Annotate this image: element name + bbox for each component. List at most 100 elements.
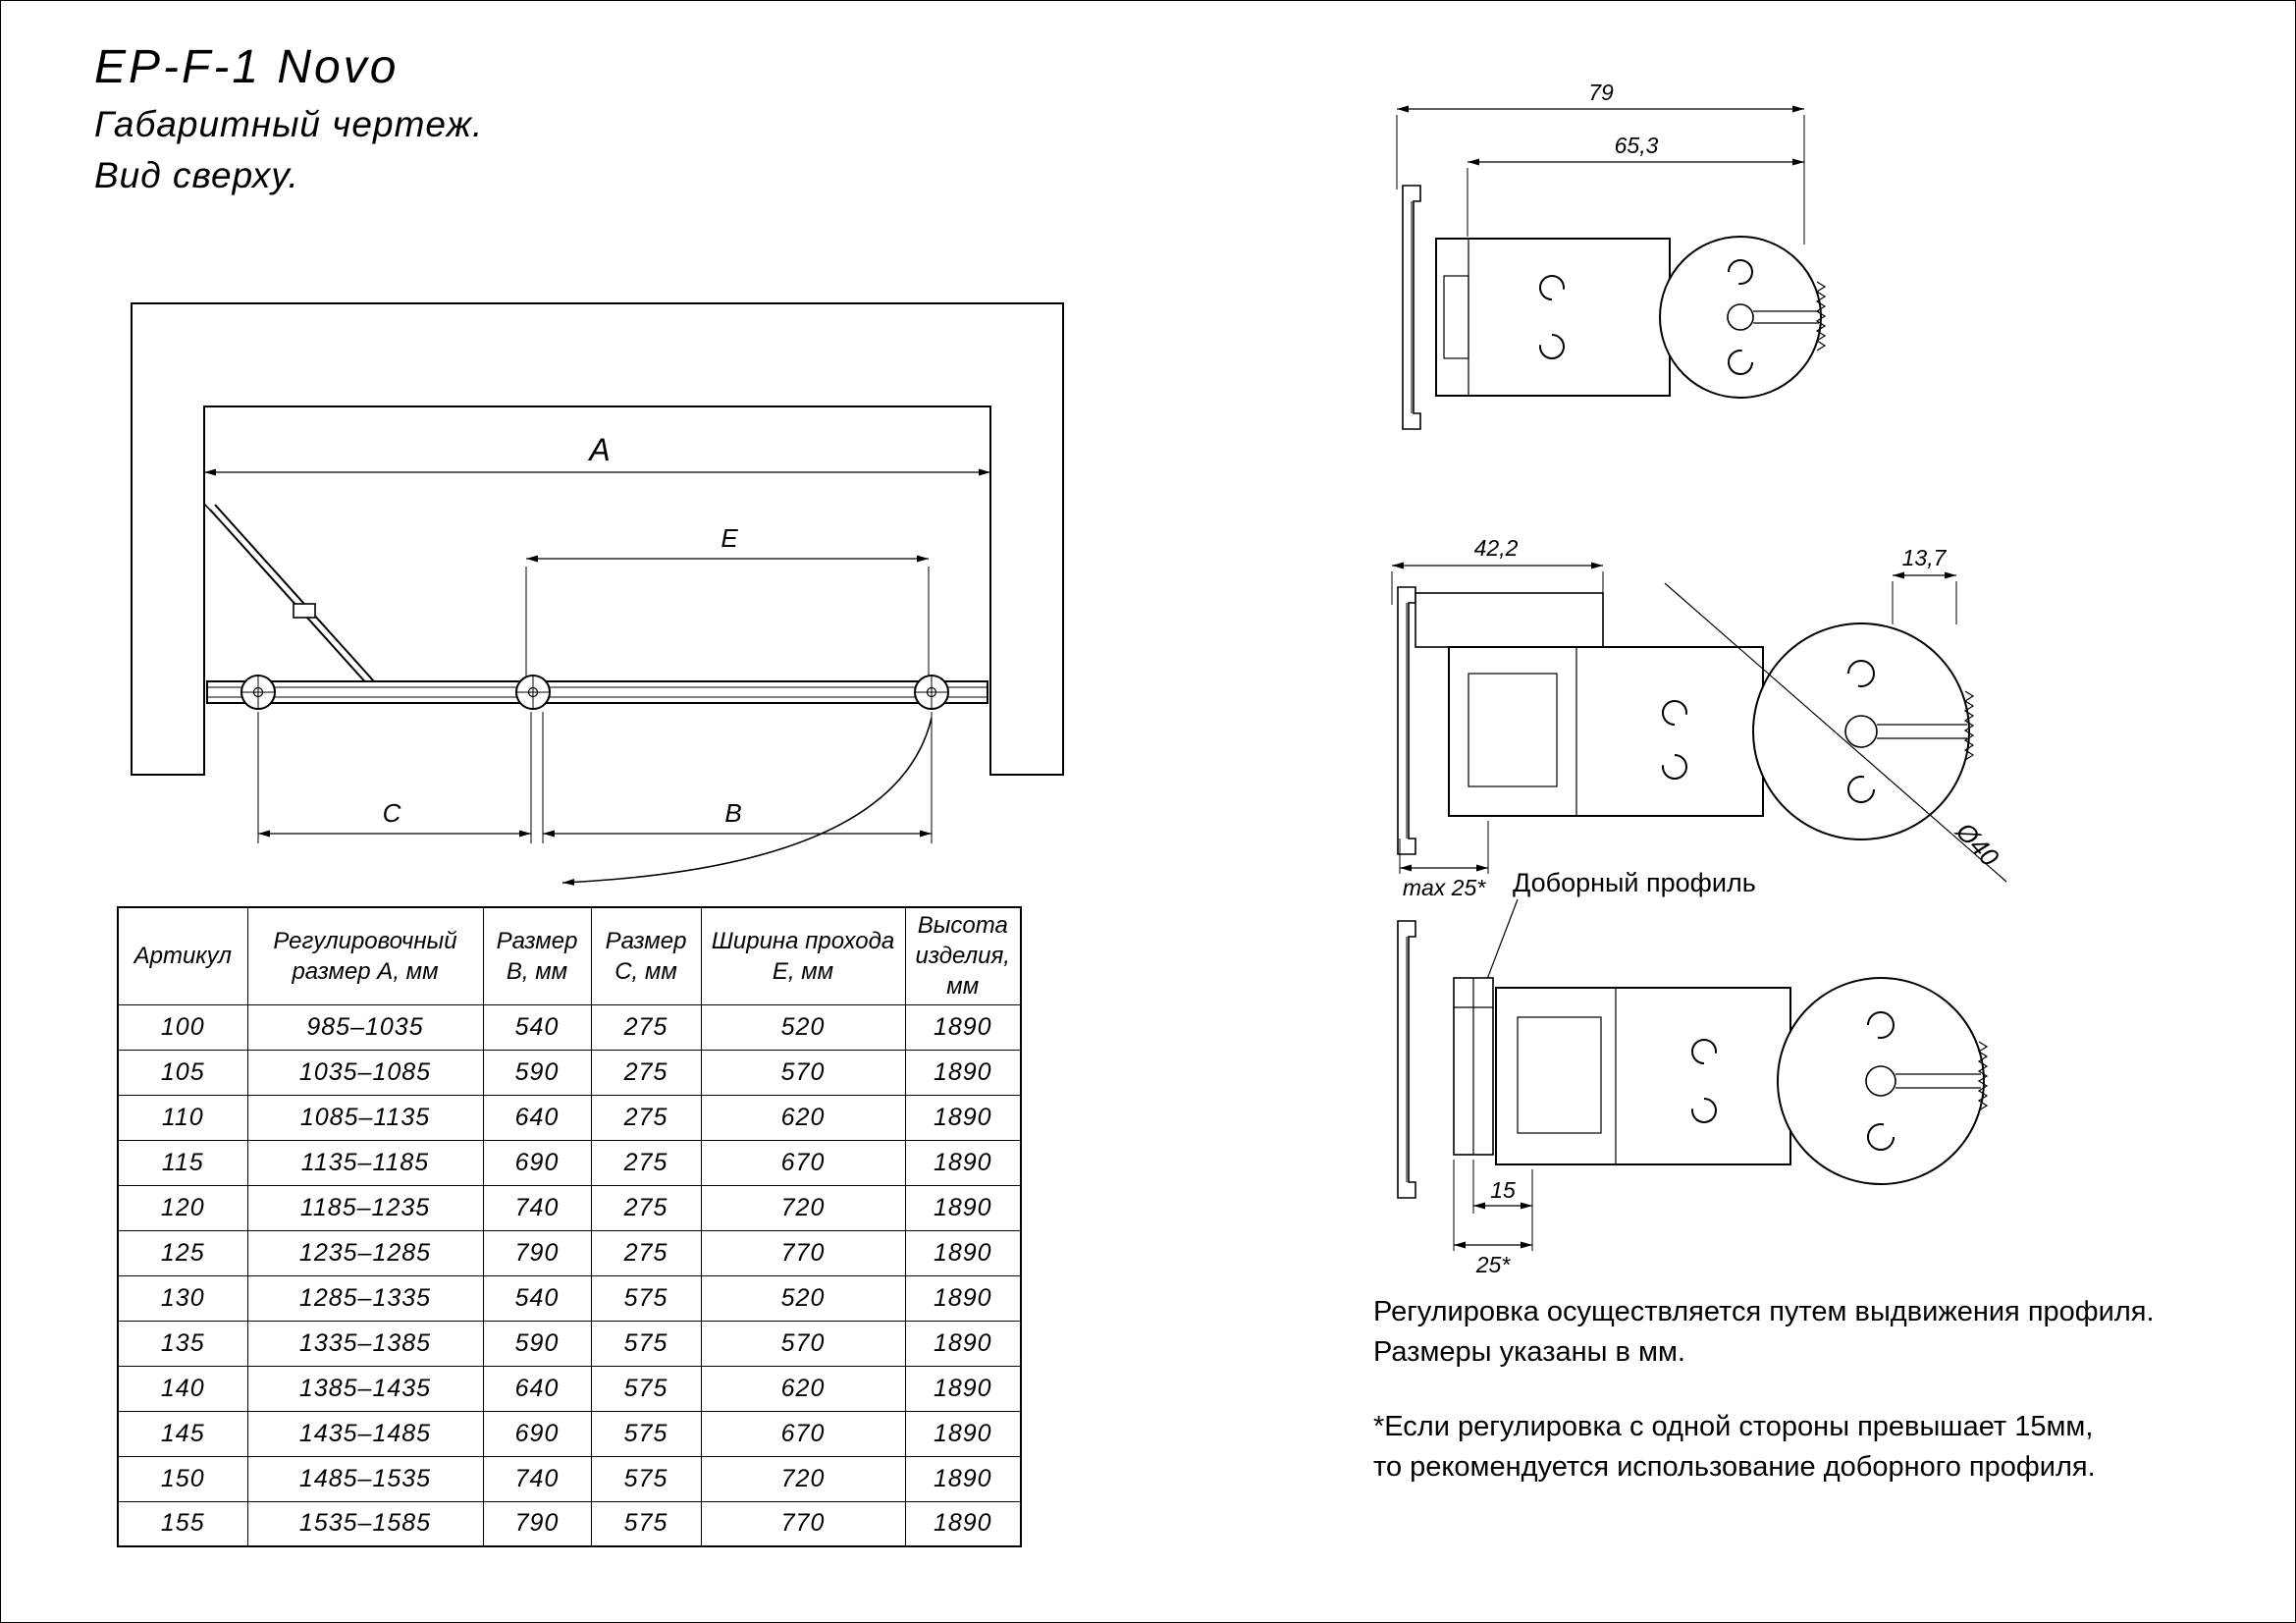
roller-right	[914, 675, 949, 710]
main-profile-body	[1435, 238, 1687, 397]
col-header-size-a: Регулировочный размер А, мм	[246, 906, 484, 1005]
extended-panel	[1415, 592, 1604, 648]
dimension-79: 79	[1396, 80, 1805, 244]
table-cell: 690	[482, 1139, 592, 1186]
serration	[1977, 1041, 1989, 1111]
table-cell: 540	[482, 1274, 592, 1322]
table-cell: 520	[700, 1003, 906, 1051]
table-cell: 100	[117, 1003, 248, 1051]
dimension-c: C	[257, 712, 532, 843]
table-cell: 150	[117, 1455, 248, 1502]
table-cell: 1035–1085	[246, 1049, 484, 1096]
table-cell: 1890	[904, 1320, 1022, 1367]
dimension-a: A	[204, 432, 990, 476]
col-header-article: Артикул	[117, 906, 248, 1005]
dimension-65-3: 65,3	[1467, 133, 1804, 237]
main-profile-body	[1495, 987, 1791, 1165]
col-header-height: Высота изделия, мм	[904, 906, 1022, 1005]
table-cell: 1890	[904, 1229, 1022, 1276]
subtitle-view: Вид сверху.	[94, 155, 299, 195]
specification-table: Артикул Регулировочный размер А, мм Разм…	[117, 906, 1022, 1548]
table-cell: 115	[117, 1139, 248, 1186]
note-adjustment: Регулировка осуществляется путем выдвиже…	[1373, 1292, 2155, 1373]
table-cell: 540	[482, 1003, 592, 1051]
table-cell: 575	[590, 1410, 702, 1457]
track-assembly	[206, 675, 988, 710]
filler-profile-callout: Доборный профиль	[1475, 868, 1756, 1043]
table-cell: 140	[117, 1365, 248, 1412]
table-cell: 570	[700, 1320, 906, 1367]
top-view-drawing: A E	[131, 302, 1064, 886]
roller-left	[240, 675, 276, 710]
table-cell: 105	[117, 1049, 248, 1096]
table-cell: 620	[700, 1365, 906, 1412]
serration	[1963, 690, 1975, 761]
table-cell: 770	[700, 1229, 906, 1276]
footnote-line-1: *Если регулировка с одной стороны превыш…	[1373, 1411, 2094, 1442]
note-line-1: Регулировка осуществляется путем выдвиже…	[1373, 1296, 2155, 1327]
col-header-size-c: Размер С, мм	[590, 906, 702, 1005]
dimension-max-25: max 25*	[1399, 821, 1489, 900]
dim-label-e: E	[721, 523, 738, 553]
table-cell: 640	[482, 1094, 592, 1141]
open-door-leaf	[203, 503, 375, 687]
table-cell: 1185–1235	[246, 1184, 484, 1231]
profile-detail-bottom: Доборный профиль	[1397, 868, 1989, 1277]
leader-arrow	[561, 717, 933, 886]
wall-profile	[1402, 185, 1421, 430]
footnote-line-2: то рекомендуется использование доборного…	[1373, 1451, 2096, 1483]
table-cell: 125	[117, 1229, 248, 1276]
table-cell: 155	[117, 1500, 248, 1547]
table-cell: 740	[482, 1455, 592, 1502]
table-cell: 1435–1485	[246, 1410, 484, 1457]
table-cell: 590	[482, 1049, 592, 1096]
dim-label-65-3: 65,3	[1615, 133, 1659, 158]
table-cell: 790	[482, 1500, 592, 1547]
round-knuckle	[1659, 236, 1827, 399]
table-cell: 275	[590, 1049, 702, 1096]
table-cell: 590	[482, 1320, 592, 1367]
title-block: EP-F-1 Novo Габаритный чертеж. Вид сверх…	[94, 40, 483, 196]
table-cell: 575	[590, 1365, 702, 1412]
dim-label-79: 79	[1588, 80, 1614, 105]
table-cell: 640	[482, 1365, 592, 1412]
page-title: EP-F-1 Novo	[94, 41, 400, 93]
profile-detail-top: 79 65,3	[1396, 80, 1827, 430]
table-cell: 620	[700, 1094, 906, 1141]
table-cell: 985–1035	[246, 1003, 484, 1051]
table-cell: 1890	[904, 1274, 1022, 1322]
dimension-b: B	[542, 712, 933, 843]
table-cell: 275	[590, 1184, 702, 1231]
table-cell: 720	[700, 1184, 906, 1231]
dim-label-13-7: 13,7	[1902, 545, 1948, 570]
note-line-2: Размеры указаны в мм.	[1373, 1336, 1685, 1368]
main-profile-body	[1448, 646, 1764, 817]
roller-middle	[515, 675, 551, 710]
table-cell: 575	[590, 1500, 702, 1547]
table-cell: 670	[700, 1139, 906, 1186]
table-cell: 275	[590, 1139, 702, 1186]
table-cell: 1890	[904, 1365, 1022, 1412]
table-cell: 520	[700, 1274, 906, 1322]
dim-label-25: 25*	[1475, 1252, 1512, 1277]
table-cell: 1535–1585	[246, 1500, 484, 1547]
table-cell: 1235–1285	[246, 1229, 484, 1276]
dim-label-b: B	[724, 798, 741, 828]
table-cell: 1085–1135	[246, 1094, 484, 1141]
table-cell: 1335–1385	[246, 1320, 484, 1367]
table-cell: 1890	[904, 1049, 1022, 1096]
table-cell: 145	[117, 1410, 248, 1457]
table-cell: 1890	[904, 1094, 1022, 1141]
table-cell: 1135–1185	[246, 1139, 484, 1186]
table-cell: 1890	[904, 1003, 1022, 1051]
table-cell: 130	[117, 1274, 248, 1322]
dimension-15: 15	[1472, 1160, 1533, 1214]
